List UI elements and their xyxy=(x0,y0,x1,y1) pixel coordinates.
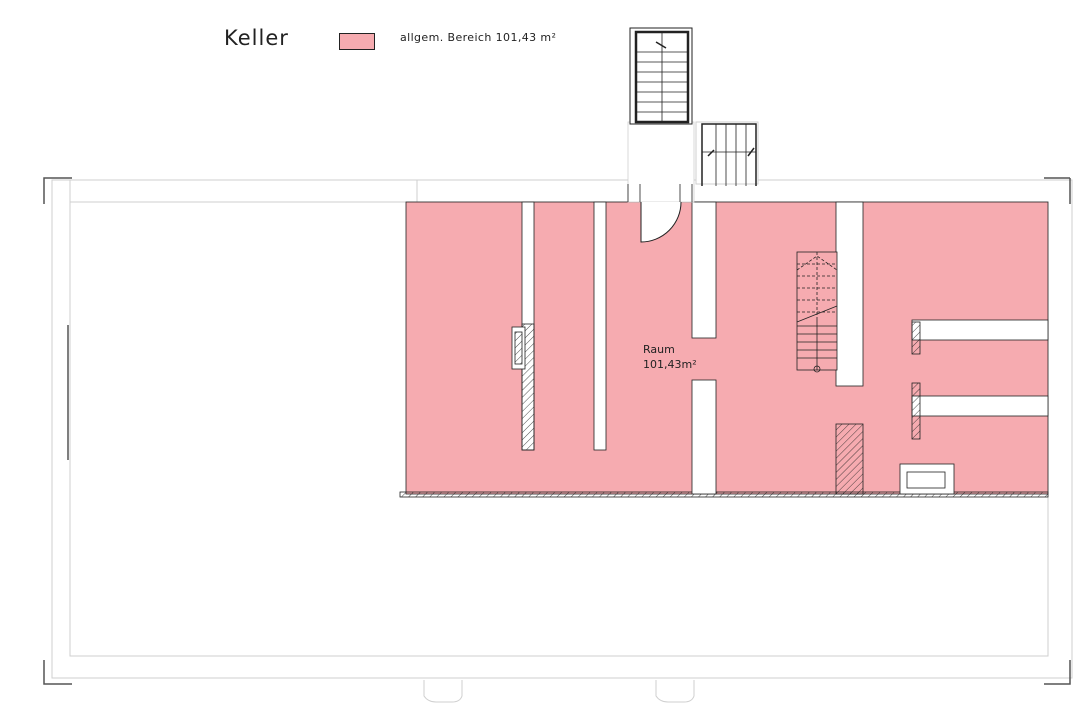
upper-staircase xyxy=(629,27,693,125)
interior-staircase xyxy=(796,251,838,373)
entrance-corridor xyxy=(627,121,695,203)
legend-swatch xyxy=(339,33,375,50)
legend-label: allgem. Bereich 101,43 m² xyxy=(400,31,557,44)
common-area-fill xyxy=(405,201,1049,495)
room-area-label: 101,43m² xyxy=(643,358,697,371)
window-recesses xyxy=(423,680,695,703)
corner-markers xyxy=(43,177,1071,685)
floor-title: Keller xyxy=(224,26,289,50)
bottom-wall-hatch xyxy=(399,491,1049,498)
hatched-walls xyxy=(511,321,921,495)
room-name-label: Raum xyxy=(643,343,675,356)
side-staircase xyxy=(695,121,790,186)
door-swing xyxy=(640,201,682,243)
